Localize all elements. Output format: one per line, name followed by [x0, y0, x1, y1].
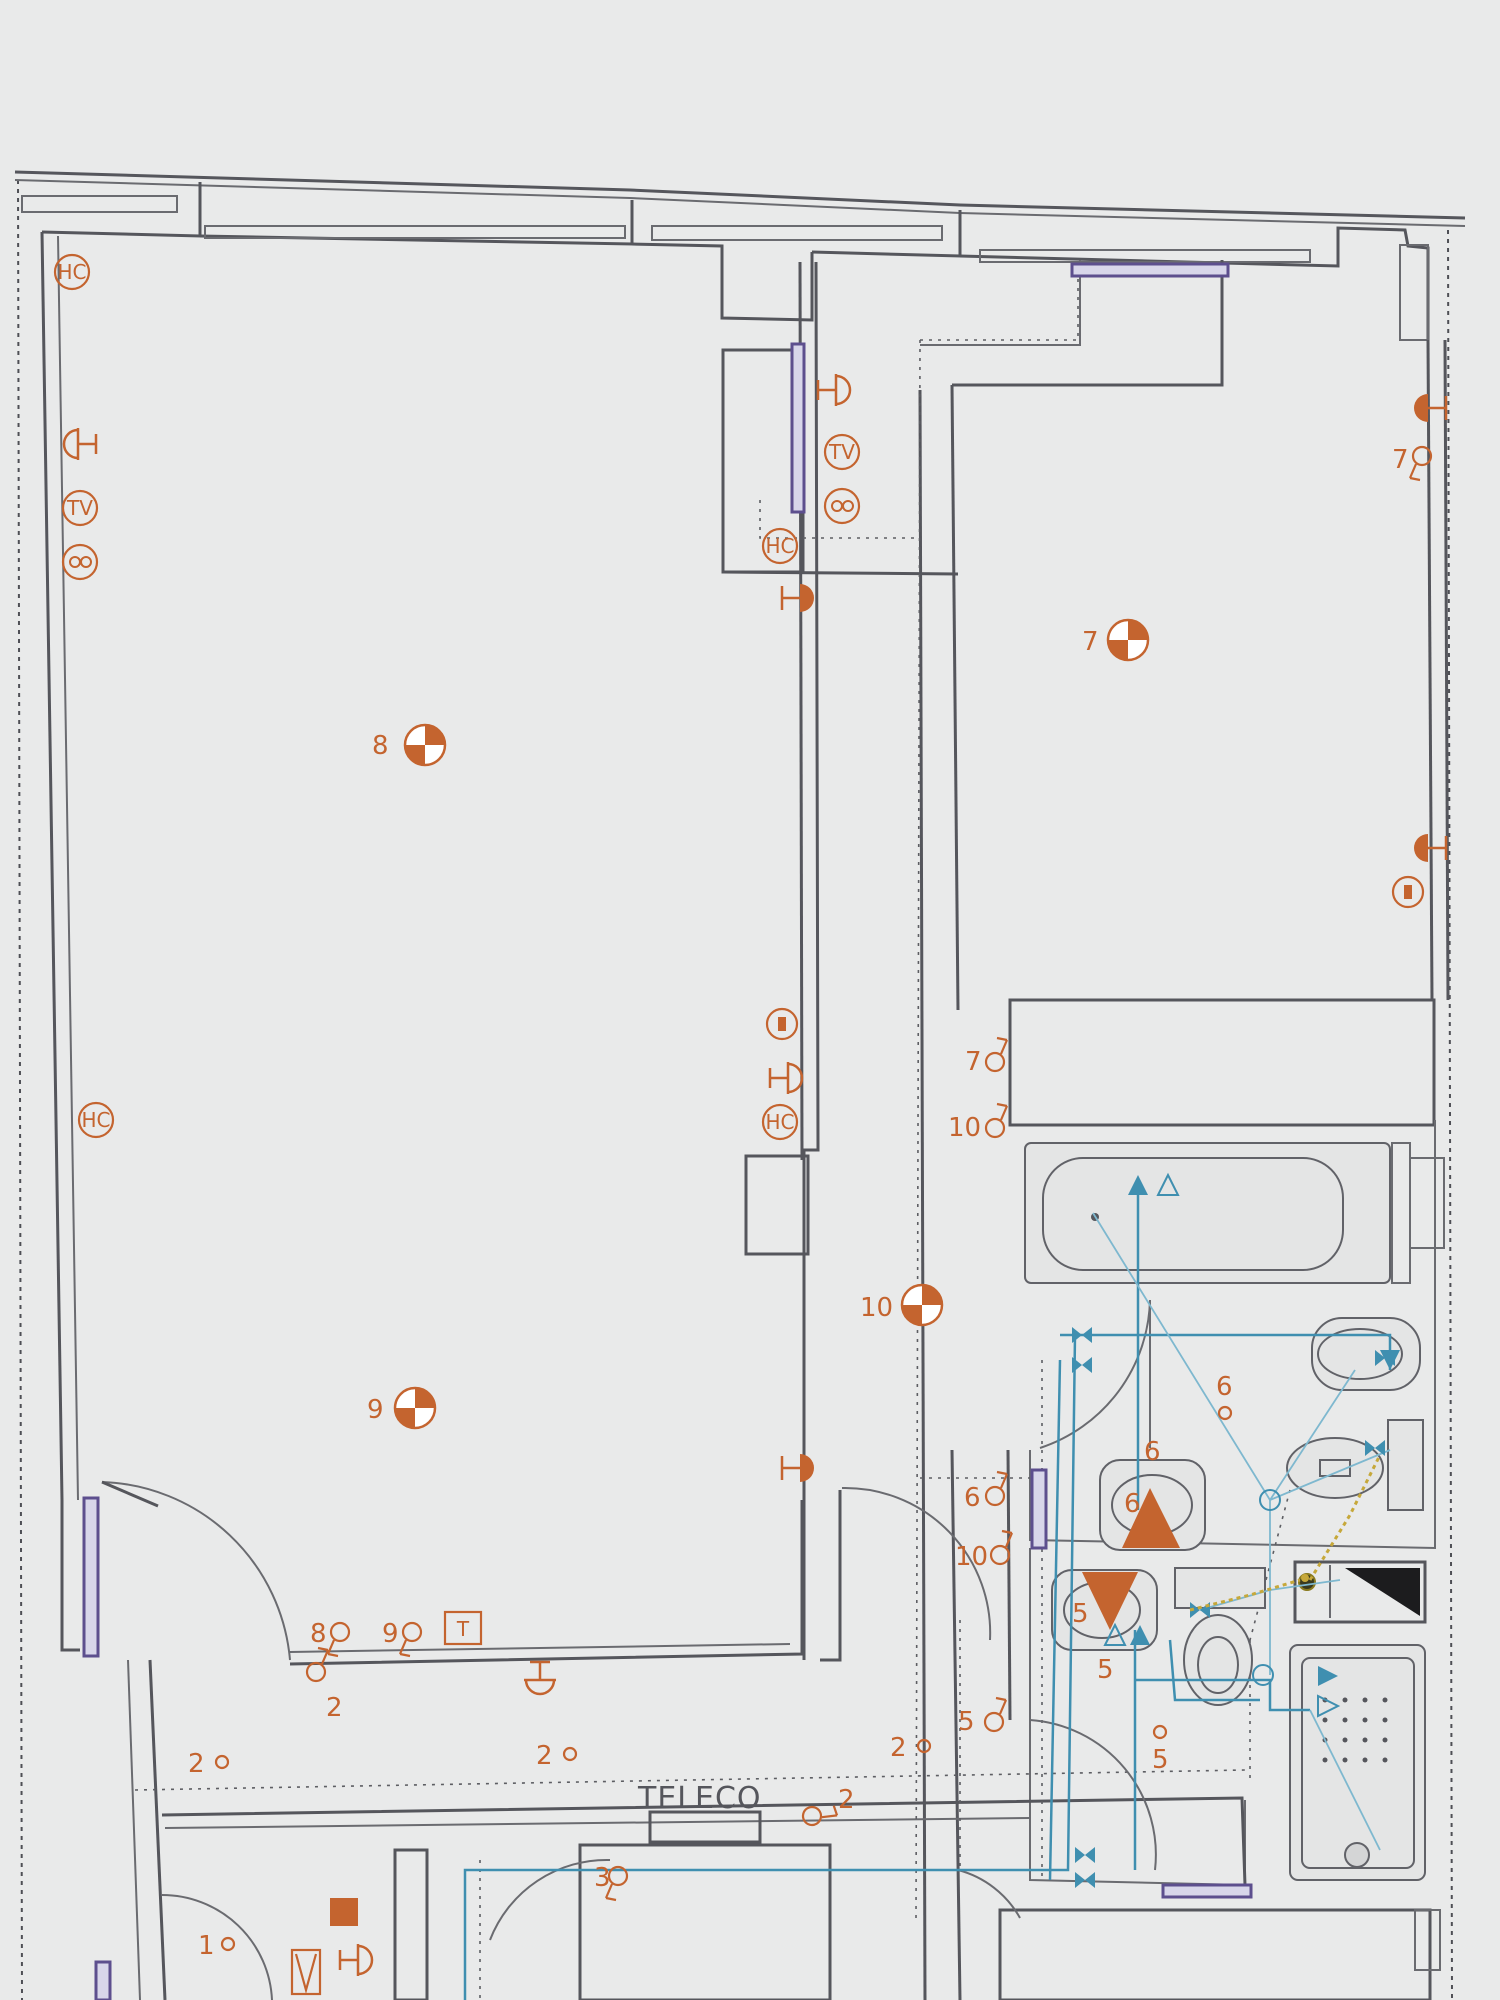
svg-text:9: 9: [367, 1395, 384, 1425]
gas-line: [1189, 1454, 1382, 1612]
svg-text:HC: HC: [81, 1108, 110, 1132]
ceiling-light-7: 7: [1082, 618, 1150, 662]
thermostat-icon: T: [443, 1610, 483, 1646]
switch-5-label: 5: [958, 1707, 975, 1737]
hc-outlet: HC: [77, 1101, 115, 1139]
switch-10-label: 10: [948, 1113, 981, 1143]
svg-text:HC: HC: [765, 534, 794, 558]
svg-text:7: 7: [1082, 627, 1099, 657]
svg-text:5: 5: [1072, 1599, 1089, 1629]
svg-text:3: 3: [594, 1863, 611, 1893]
switch-3: 3: [594, 1863, 629, 1902]
data-outlet-icon: [61, 543, 99, 581]
telecom-label: TELECO: [637, 1781, 762, 1816]
svg-text:8: 8: [372, 731, 389, 761]
svg-text:6: 6: [1144, 1437, 1161, 1467]
electrical-symbols: HC HC HC HC TV TV: [53, 253, 1448, 1996]
switch-6-label: 6: [964, 1483, 981, 1513]
ceiling-light-10: 10: [860, 1283, 944, 1327]
plumbing-arrows: [1072, 1172, 1400, 1888]
bath-point-6a: 6: [1216, 1372, 1233, 1421]
switch-10c-label: 10: [955, 1542, 988, 1572]
svg-text:7: 7: [1392, 445, 1409, 475]
svg-text:1: 1: [198, 1931, 215, 1961]
point-2b: 2: [536, 1741, 578, 1771]
plumbing-lines: [463, 1188, 1392, 2000]
windows: [82, 262, 1253, 2000]
point-2a: 2: [188, 1749, 230, 1779]
hc-outlet: HC: [53, 253, 91, 291]
switch-9: 9: [382, 1619, 423, 1658]
svg-text:5: 5: [1152, 1745, 1169, 1775]
ceiling-light-9: 9: [367, 1386, 437, 1430]
exterior-facade: [14, 170, 1466, 341]
switch-2b-label: 2: [838, 1785, 855, 1815]
svg-text:T: T: [456, 1617, 470, 1641]
svg-text:HC: HC: [765, 1110, 794, 1134]
point-2c: 2: [890, 1733, 932, 1763]
hc-outlet: HC: [761, 1103, 799, 1141]
svg-text:6: 6: [1216, 1372, 1233, 1402]
bath-point-6b: 6: [1144, 1437, 1161, 1467]
tv-outlet: TV: [823, 433, 861, 471]
tv-outlet: TV: [61, 489, 99, 527]
switch-2-label: 2: [326, 1693, 343, 1723]
bath-point-5c: 5: [1152, 1724, 1169, 1775]
point-1: 1: [198, 1931, 236, 1961]
svg-text:10: 10: [860, 1293, 893, 1323]
switch-7b-label: 7: [965, 1047, 982, 1077]
svg-text:6: 6: [1124, 1489, 1141, 1519]
bath-point-5b: 5: [1097, 1655, 1114, 1685]
svg-text:TV: TV: [66, 496, 93, 520]
switch-8: 8: [310, 1619, 351, 1658]
ceiling-light-8: 8: [372, 723, 447, 767]
svg-text:HC: HC: [57, 260, 86, 284]
svg-text:2: 2: [890, 1733, 907, 1763]
svg-text:9: 9: [382, 1619, 399, 1649]
bath-point-5a: 5: [1072, 1599, 1089, 1629]
bath-point-6c: 6: [1124, 1489, 1141, 1519]
svg-text:2: 2: [188, 1749, 205, 1779]
switch-7: 7: [1392, 445, 1433, 482]
hc-outlet: HC: [761, 527, 799, 565]
telecom-box: [290, 1898, 374, 1996]
property-boundary: [17, 179, 1453, 2000]
conduit-routes: [134, 265, 1291, 2000]
svg-text:5: 5: [1097, 1655, 1114, 1685]
svg-text:TV: TV: [828, 440, 855, 464]
doors: [101, 1299, 1157, 2000]
svg-text:2: 2: [536, 1741, 553, 1771]
bathroom-zone-markers: [1082, 1488, 1180, 1630]
interior-walls: [40, 231, 1450, 2000]
data-outlet-icon: [823, 487, 861, 525]
svg-text:8: 8: [310, 1619, 327, 1649]
